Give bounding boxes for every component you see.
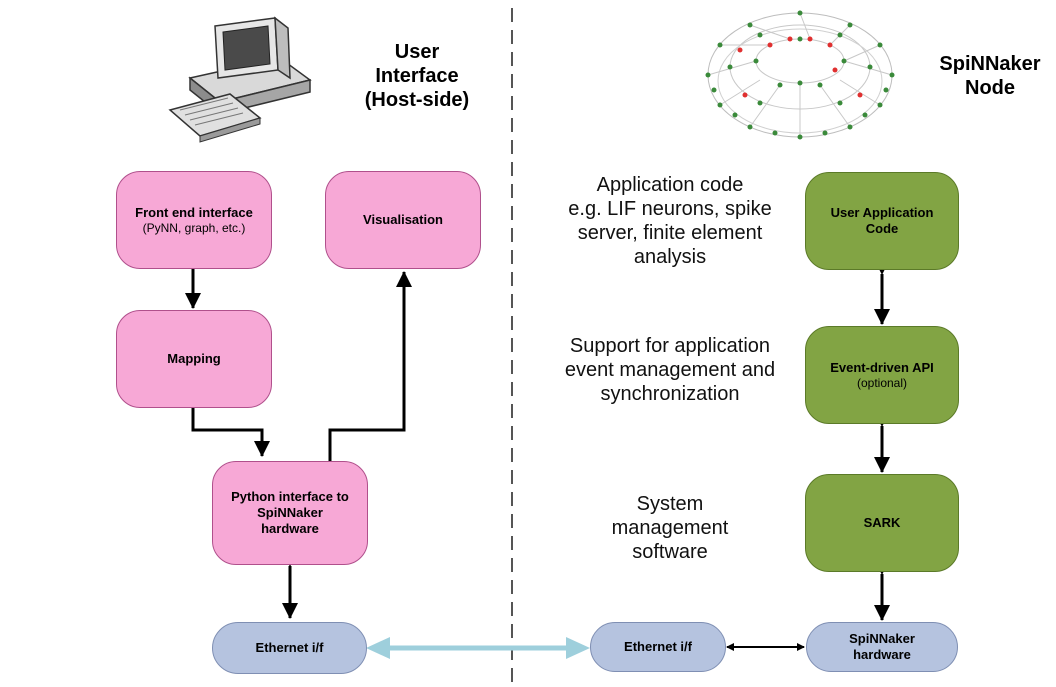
host-ethernet-box: Ethernet i/f	[212, 622, 367, 674]
event-driven-api-label: Event-driven API	[830, 359, 934, 375]
python-interface-label-1: Python interface to	[231, 489, 349, 504]
host-title: User Interface (Host-side)	[364, 41, 470, 111]
visualisation-box: Visualisation	[325, 171, 481, 269]
spinnaker-hardware-label-2: hardware	[853, 647, 911, 662]
sark-box: SARK	[805, 474, 959, 572]
ethernet-link-arrow	[366, 637, 590, 659]
visualisation-label: Visualisation	[363, 212, 443, 227]
user-application-code-box: User Application Code	[805, 172, 959, 270]
node-ethernet-label: Ethernet i/f	[624, 639, 692, 654]
desktop-computer-icon	[168, 16, 312, 143]
event-driven-api-box: Event-driven API (optional)	[805, 326, 959, 424]
spinnaker-hardware-box: SpiNNaker hardware	[806, 622, 958, 672]
front-end-interface-box: Front end interface (PyNN, graph, etc.)	[116, 171, 272, 269]
application-code-description: Application code e.g. LIF neurons, spike…	[568, 174, 772, 268]
spinnaker-hardware-label-1: SpiNNaker	[849, 631, 915, 646]
user-application-label-2: Code	[865, 221, 899, 236]
arrow-python-visualisation	[328, 271, 412, 462]
front-end-interface-label: Front end interface	[135, 204, 253, 220]
spinnaker-torus-network-icon	[705, 10, 895, 140]
mapping-label: Mapping	[167, 351, 221, 366]
python-interface-label-2: SpiNNaker	[257, 505, 323, 520]
mapping-box: Mapping	[116, 310, 272, 408]
user-application-label-1: User Application	[830, 205, 934, 220]
support-description: Support for application event management…	[564, 335, 776, 405]
arrow-mapping-python	[191, 408, 270, 457]
system-management-description: System management software	[611, 493, 729, 563]
python-interface-box: Python interface to SpiNNaker hardware	[212, 461, 368, 565]
front-end-interface-sub: (PyNN, graph, etc.)	[142, 220, 246, 235]
host-ethernet-label: Ethernet i/f	[255, 640, 324, 655]
node-title: SpiNNaker Node	[939, 53, 1041, 99]
sark-label: SARK	[863, 515, 901, 530]
event-driven-api-sub: (optional)	[856, 375, 908, 390]
python-interface-label-3: hardware	[261, 521, 319, 536]
node-ethernet-box: Ethernet i/f	[590, 622, 726, 672]
